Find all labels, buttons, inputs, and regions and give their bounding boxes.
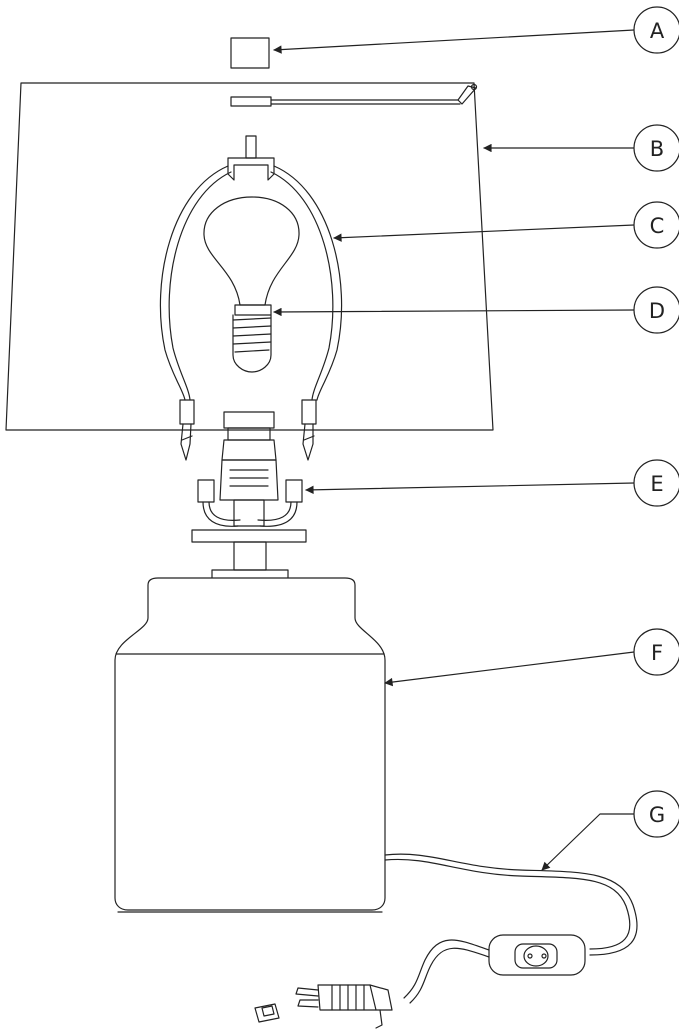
callout-e: E xyxy=(633,459,679,507)
callout-label-a: A xyxy=(650,19,665,43)
bulb-part xyxy=(203,196,300,373)
leader-f xyxy=(384,651,635,687)
callout-label-g: G xyxy=(649,803,665,827)
callout-b: B xyxy=(633,124,679,172)
callout-label-d: D xyxy=(649,299,665,323)
base-part xyxy=(114,577,386,913)
callout-label-f: F xyxy=(651,641,663,665)
socket-part xyxy=(191,411,307,581)
callout-label-c: C xyxy=(650,214,665,238)
leader-a xyxy=(273,29,635,54)
callout-d: D xyxy=(633,286,679,334)
callout-f: F xyxy=(633,628,679,676)
callout-c: C xyxy=(633,201,679,249)
callout-bubbles: A B C D E F G xyxy=(633,6,679,838)
callout-a: A xyxy=(633,6,679,54)
callout-label-b: B xyxy=(650,137,664,161)
callout-label-e: E xyxy=(650,472,663,496)
leader-d xyxy=(273,307,635,317)
leader-e xyxy=(305,482,635,495)
harp-part xyxy=(159,135,343,461)
leader-g xyxy=(541,813,635,871)
cord-part xyxy=(254,853,638,1029)
leader-lines xyxy=(273,29,635,871)
callout-g: G xyxy=(633,790,679,838)
leader-c xyxy=(333,224,635,242)
finial-part xyxy=(230,37,270,69)
